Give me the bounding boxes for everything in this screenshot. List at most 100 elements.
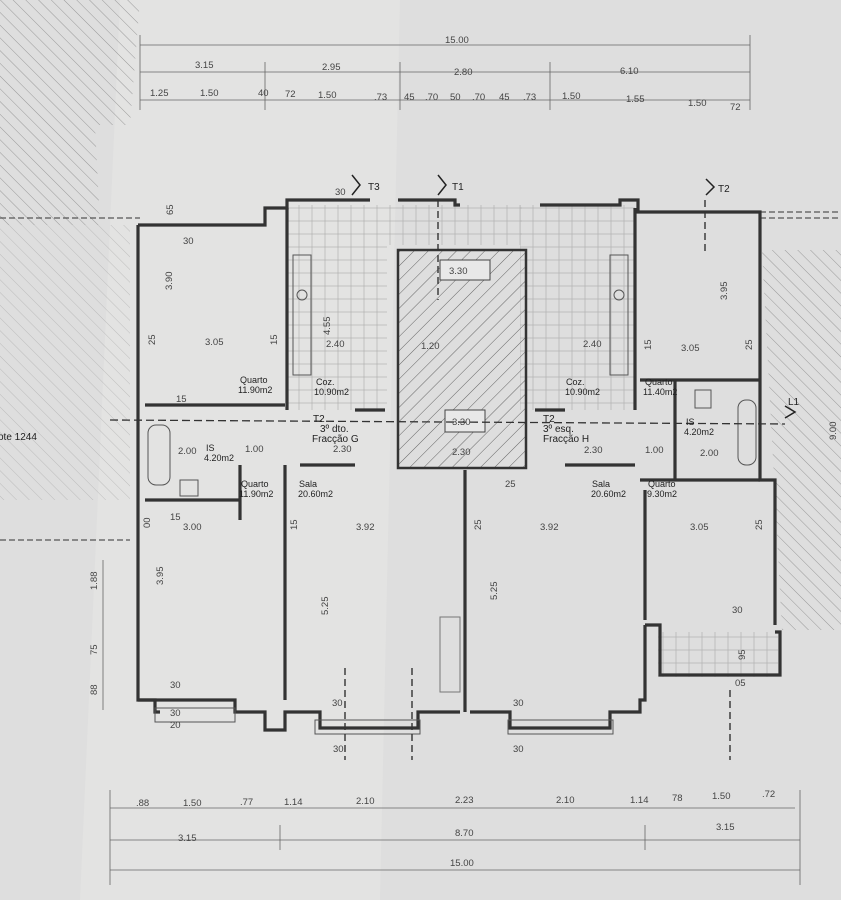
neighbour-hatch	[0, 0, 841, 630]
room-name: IS	[206, 443, 215, 453]
fraction-type: T2	[313, 414, 325, 425]
top-dim-4: 6.10	[620, 66, 639, 77]
dim: 30	[333, 744, 344, 755]
left-side-dims: 1.88 75 88	[89, 560, 104, 710]
dim: 3.05	[690, 522, 709, 533]
dim: 15	[176, 394, 187, 405]
dim: 15	[269, 334, 280, 345]
room-labels: Quarto 11.90m2 Coz. 10.90m2 IS 4.20m2 Qu…	[204, 375, 714, 499]
stair-label-top: 3.30	[449, 266, 468, 277]
dim: 30	[170, 708, 181, 719]
dim: .70	[425, 92, 438, 103]
bottom-dim-2: 8.70	[455, 828, 474, 839]
dim: 88	[89, 684, 100, 695]
dim: .72	[762, 789, 775, 800]
dim: 1.50	[318, 90, 337, 101]
section-mark-t2: T2	[718, 184, 730, 195]
dim: 5.25	[320, 597, 331, 616]
dim: 3.05	[681, 343, 700, 354]
fraction-floor: 3º esq.	[543, 424, 574, 435]
section-mark-t3: T3	[368, 182, 380, 193]
dim: 2.23	[455, 795, 474, 806]
section-mark-l1: L1	[788, 397, 800, 408]
room-name: Quarto	[241, 479, 269, 489]
dim: 2.30	[333, 444, 352, 455]
dim: 00	[142, 517, 153, 528]
dim: 2.30	[452, 447, 471, 458]
room-name: Sala	[299, 479, 317, 489]
top-dimension-lines	[139, 35, 751, 110]
dim: 45	[499, 92, 510, 103]
dim: 25	[505, 479, 516, 490]
bottom-dim-3: 3.15	[716, 822, 735, 833]
fraction-g: T2 3º dto. Fracção G	[312, 414, 359, 445]
dim: 3.92	[540, 522, 559, 533]
section-marks	[109, 174, 797, 760]
top-dim-3: 2.80	[454, 67, 473, 78]
dim: 2.40	[326, 339, 345, 350]
dim: 30	[513, 744, 524, 755]
room-name: Coz.	[566, 377, 585, 387]
dim: 25	[744, 339, 755, 350]
kitchen-tiles-right	[520, 205, 635, 410]
top-dim-2: 2.95	[322, 62, 341, 73]
dim: 2.10	[356, 796, 375, 807]
dim: 65	[165, 204, 176, 215]
dim: .73	[523, 92, 536, 103]
dim: 75	[89, 644, 100, 655]
dim: 25	[754, 519, 765, 530]
bottom-total-dim: 15.00	[450, 858, 474, 869]
fraction-name: Fracção G	[312, 434, 359, 445]
room-area: 11.90m2	[239, 489, 273, 499]
dim: 15	[170, 512, 181, 523]
dim: 3.05	[205, 337, 224, 348]
dim: 05	[735, 678, 746, 689]
room-area: 4.20m2	[684, 427, 714, 437]
stair-box-2	[444, 409, 486, 433]
dim: 1.14	[284, 797, 303, 808]
section-mark-t1: T1	[452, 182, 464, 193]
property-lines	[0, 211, 841, 541]
stair-core	[396, 248, 528, 470]
dim: 3.92	[356, 522, 375, 533]
interior-dims: 3.90 3.05 25 15 30 65 30 4.55 2.40 2.40 …	[142, 187, 765, 755]
dim: 5.25	[489, 582, 500, 601]
dim: 4.55	[322, 317, 333, 336]
fraction-h: T2 3º esq. Fracção H	[543, 414, 589, 445]
dim: 1.50	[712, 791, 731, 802]
dim: 2.40	[583, 339, 602, 350]
dim: .77	[240, 797, 253, 808]
dim: 2.00	[700, 448, 719, 459]
dim: 95	[737, 649, 748, 660]
top-row3-dims: 1.25 1.50 40 72 1.50 .73 45 .70 50 .70 4…	[150, 88, 741, 113]
dim: 3.95	[155, 567, 166, 586]
dim: .88	[136, 798, 149, 809]
dim: 1.20	[421, 341, 440, 352]
dim: 20	[170, 720, 181, 731]
stair-box	[439, 259, 491, 281]
dim: 3.95	[719, 282, 730, 301]
right-side-dim: 9.00	[828, 422, 839, 441]
room-area: 10.90m2	[314, 387, 349, 397]
bottom-row1-dims: .88 1.50 .77 1.14 2.10 2.23 2.10 1.14 78…	[136, 789, 775, 809]
dim: .73	[374, 92, 387, 103]
dim: 2.00	[178, 446, 197, 457]
bottom-dimension-lines	[109, 790, 801, 885]
dim: 1.00	[245, 444, 264, 455]
dim: 3.00	[183, 522, 202, 533]
dim: 30	[332, 698, 343, 709]
dim: .70	[472, 92, 485, 103]
room-name: Coz.	[316, 377, 335, 387]
fraction-floor: 3º dto.	[320, 424, 349, 435]
dim: 15	[289, 519, 300, 530]
room-name: Quarto	[240, 375, 268, 385]
fraction-name: Fracção H	[543, 434, 589, 445]
room-name: Sala	[592, 479, 610, 489]
dim: 1.00	[645, 445, 664, 456]
dim: 30	[183, 236, 194, 247]
room-area: 20.60m2	[298, 489, 333, 499]
plot-label: ote 1244	[0, 432, 37, 443]
bottom-dim-1: 3.15	[178, 833, 197, 844]
room-area: 11.40m2	[643, 387, 677, 397]
